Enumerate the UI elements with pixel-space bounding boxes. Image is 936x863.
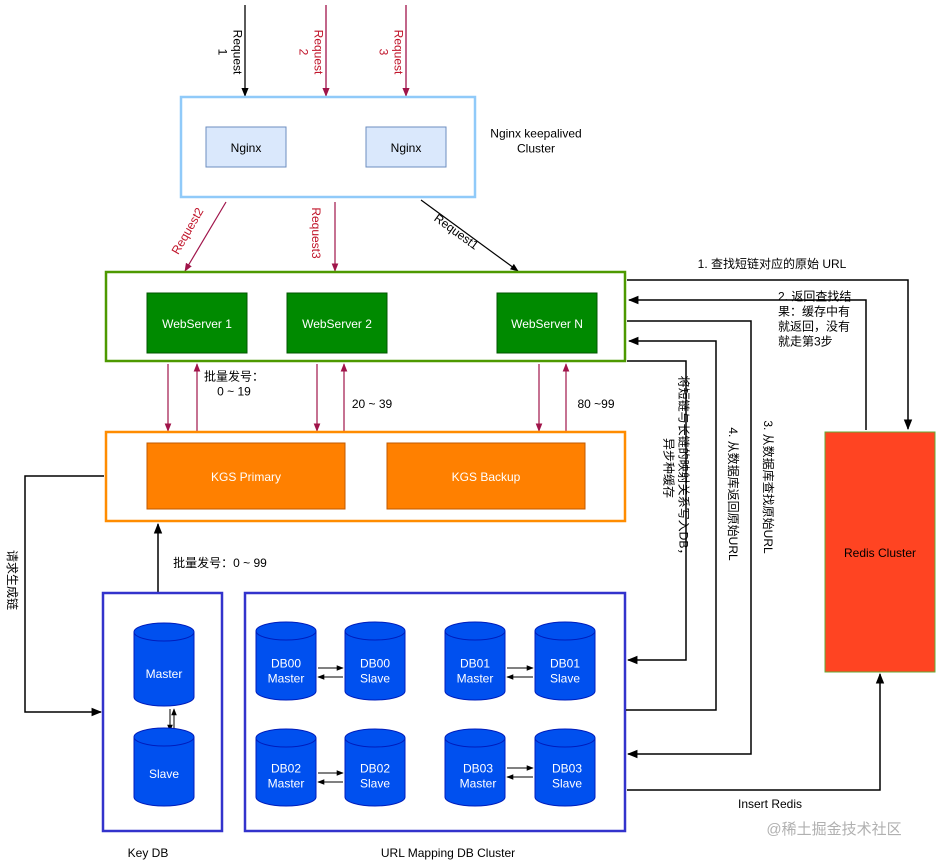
watermark: @稀土掘金技术社区: [766, 821, 901, 838]
request-1-label: Request1: [216, 30, 245, 75]
request2-label: Request2: [169, 205, 207, 257]
webserver-2: [286, 292, 388, 354]
step4-label: 4. 从数据库返回原始URL: [726, 427, 741, 561]
kgs-range-label: 批量发号：0 ~ 99: [173, 555, 267, 570]
nginx-node-1-label: Nginx: [231, 141, 262, 155]
wsn-range-label: 80 ~99: [577, 397, 614, 411]
insert-redis-label: Insert Redis: [738, 797, 802, 811]
webserver-1: [146, 292, 248, 354]
step2-connector: [627, 295, 867, 430]
step1-label: 1. 查找短链对应的原始 URL: [698, 256, 847, 271]
nginx-node-2: [365, 126, 447, 168]
kgs-primary-label: KGS Primary: [211, 470, 281, 484]
kgs-primary: [146, 442, 346, 510]
keydb-master-label: Master: [146, 667, 183, 681]
step3-label: 3. 从数据库查找原始URL: [761, 420, 776, 554]
nginx-node-2-label: Nginx: [391, 141, 422, 155]
redis-cluster: [824, 431, 936, 673]
nginx-node-1: [205, 126, 287, 168]
request2-arrow: [184, 201, 227, 272]
step5-connector: [626, 360, 687, 665]
nginx-to-web-requests: Request2 Request3 Request1: [169, 199, 519, 272]
ws2-range-label: 20 ~ 39: [352, 397, 393, 411]
request-2-label: Request2: [297, 30, 326, 75]
keydb-slave-cylinder: [133, 727, 195, 807]
step5-label: 将短链与长链的映射关系写入DB，异步种缓存: [662, 376, 692, 561]
webserver-2-label: WebServer 2: [302, 317, 372, 331]
insert-redis-connector: [627, 672, 885, 791]
db01-master-cylinder: [444, 621, 506, 701]
step3-connector: [626, 320, 752, 759]
incoming-requests: Request1 Request2 Request3: [216, 5, 410, 97]
kgs-backup-label: KGS Backup: [452, 470, 521, 484]
request1-label: Request1: [431, 211, 481, 253]
db00-slave-cylinder: [344, 621, 406, 701]
key-db: Master Slave Key DB: [101, 591, 224, 860]
ws1-range-label: 批量发号：0 ~ 19: [204, 369, 264, 399]
webserver-cluster: WebServer 1 WebServer 2 WebServer N: [104, 270, 627, 363]
web-kgs-arrows: 批量发号：0 ~ 19 20 ~ 39 80 ~99: [164, 363, 615, 432]
mapping-db-title: URL Mapping DB Cluster: [381, 846, 515, 860]
webserver-1-label: WebServer 1: [162, 317, 232, 331]
keydb-title: Key DB: [128, 846, 169, 860]
db02-master-cylinder: [255, 728, 317, 807]
step1-connector: [627, 279, 913, 431]
redis-cluster-label: Redis Cluster: [844, 546, 916, 560]
db02-slave-cylinder: [344, 728, 406, 807]
request1-arrow: [420, 199, 519, 272]
keydb-slave-label: Slave: [149, 767, 179, 781]
flow-connectors: 1. 查找短链对应的原始 URL 2. 返回查找结果：缓存中有就返回，没有就走第…: [626, 256, 913, 811]
kgs-backup: [386, 442, 586, 510]
keydb-master-cylinder: [133, 622, 195, 707]
db00-master-cylinder: [255, 621, 317, 701]
request-gen-label: 请求生成链: [5, 550, 20, 610]
db03-slave-cylinder: [534, 728, 596, 807]
db01-slave-cylinder: [534, 621, 596, 701]
kgs-cluster: KGS Primary KGS Backup: [104, 430, 627, 523]
db03-master-cylinder: [444, 728, 506, 807]
request-3-label: Request3: [377, 30, 406, 75]
request3-label: Request3: [309, 207, 323, 259]
webserver-n: [496, 292, 598, 354]
webserver-n-label: WebServer N: [511, 317, 583, 331]
request-gen-connector: [24, 475, 104, 717]
step4-connector: [626, 336, 717, 711]
step2-label: 2. 返回查找结果：缓存中有就返回，没有就走第3步: [778, 290, 851, 349]
